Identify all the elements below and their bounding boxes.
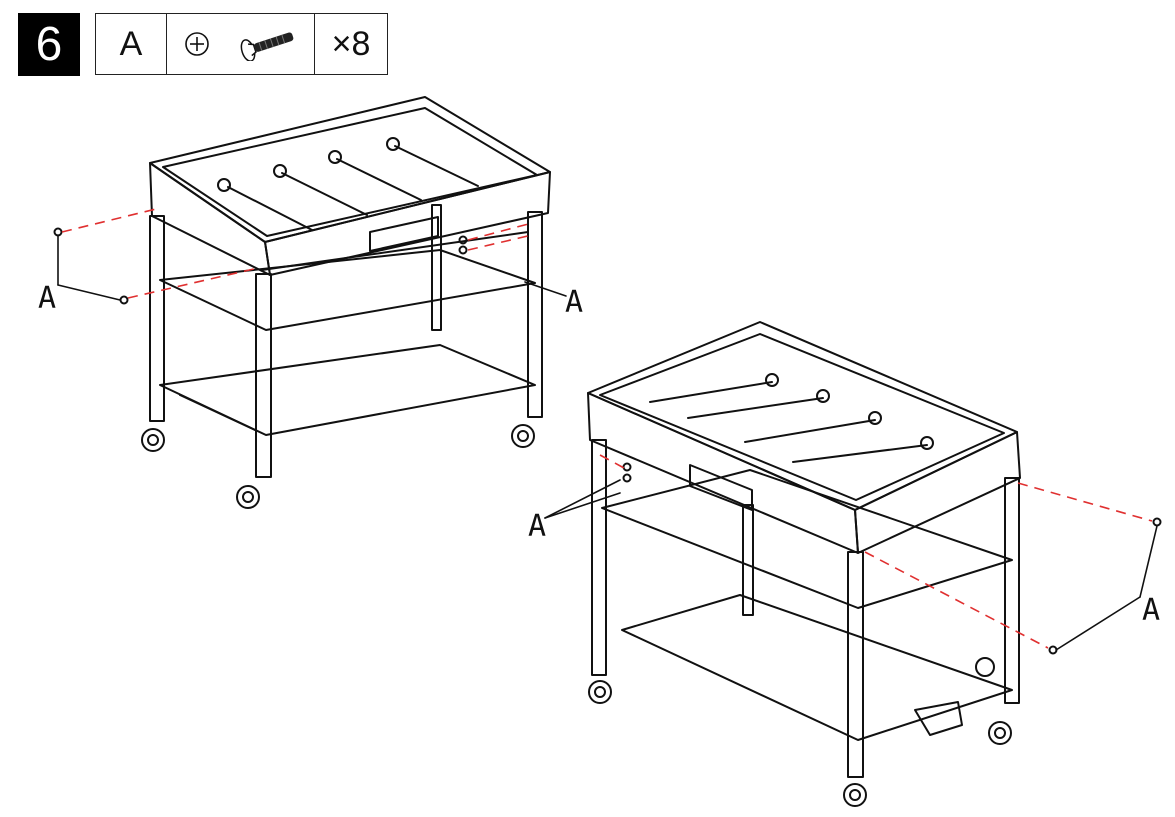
step-number: 6 — [18, 13, 80, 76]
callout-a-lower: A — [528, 509, 547, 544]
parts-table: A ×8 — [95, 13, 388, 75]
callout-a-left: A — [38, 281, 57, 316]
cart-front-left-view — [53, 96, 551, 509]
callout-a-middle: A — [565, 285, 584, 320]
callout-a-right: A — [1142, 593, 1161, 628]
callout-leaders — [57, 234, 1158, 651]
part-quantity: ×8 — [331, 24, 371, 63]
part-icons — [167, 14, 315, 74]
flat-head-screw-icon — [240, 32, 293, 61]
part-letter: A — [96, 14, 167, 74]
phillips-drive-icon — [184, 32, 209, 56]
insertion-paths — [61, 208, 1153, 649]
cart-rear-right-view — [587, 321, 1162, 807]
